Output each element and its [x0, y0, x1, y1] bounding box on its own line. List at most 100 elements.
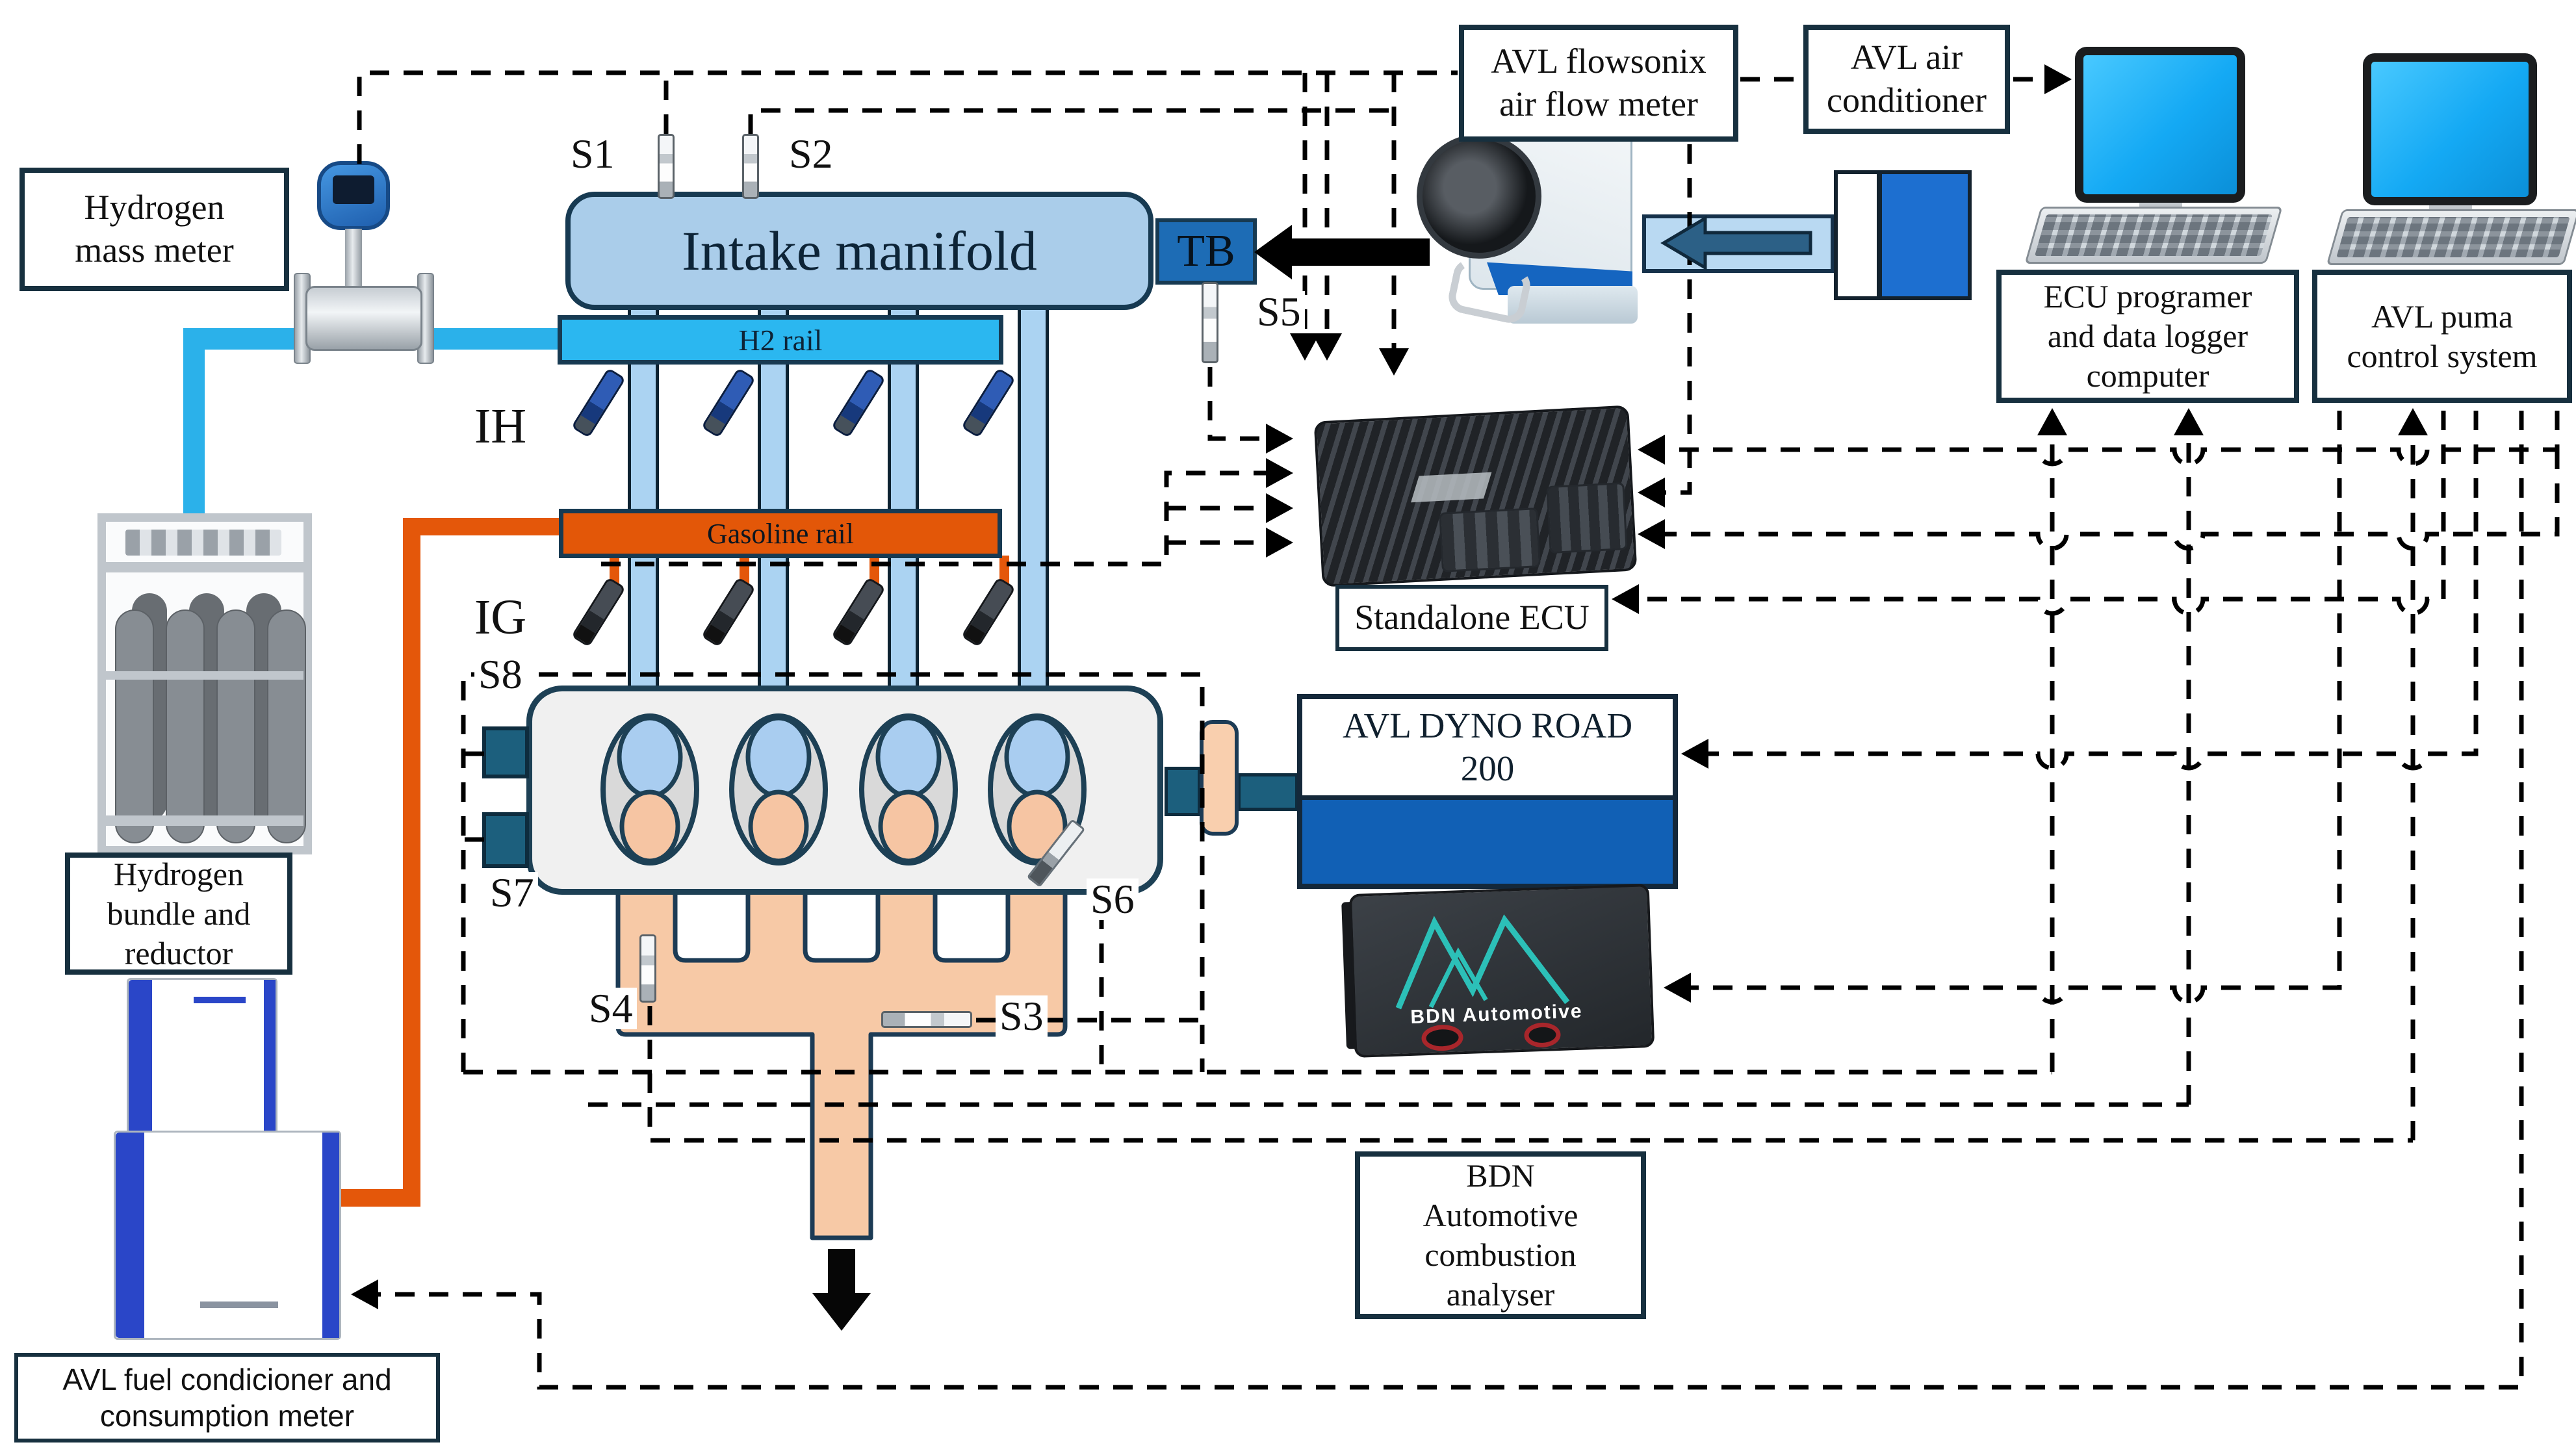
keyboard-keys: [2336, 217, 2570, 257]
conditioner-upper-logo: [194, 997, 246, 1003]
bdn-m-logo-icon: [1395, 914, 1570, 1010]
gasoline-injector-icon-1: [571, 576, 626, 648]
ecu-computer-keyboard-icon: [2024, 207, 2283, 264]
conditioner-lower-strip-left: [116, 1133, 144, 1338]
flowsonix-intake-tube-icon: [1417, 134, 1541, 259]
dyno: AVL DYNO ROAD 200: [1297, 694, 1678, 889]
ecu-computer-monitor-icon: [2075, 47, 2245, 203]
dash-meter-to-flowsonix-label: [357, 70, 1458, 164]
flow-meter-display: [333, 175, 374, 204]
s3-sensor-icon: [881, 1011, 972, 1028]
conditioner-lower-logo: [200, 1302, 278, 1308]
flowsonix-label-box: AVL flowsonix air flow meter: [1459, 25, 1738, 142]
puma-label-box: AVL puma control system: [2312, 270, 2572, 403]
ecu-connector-2: [1546, 482, 1628, 554]
h2-rail: H2 rail: [558, 315, 1003, 365]
dyno-label: AVL DYNO ROAD 200: [1342, 706, 1633, 788]
intake-manifold-label: Intake manifold: [682, 220, 1037, 282]
hydrogen-flow-meter-icon: [292, 161, 442, 364]
conditioner-upper-strip-left: [129, 980, 152, 1138]
ecu-programmer-label-box: ECU programer and data logger computer: [1996, 270, 2299, 403]
fuel-conditioner-label-box: AVL fuel condicioner and consumption met…: [14, 1353, 440, 1443]
keyboard-keys: [2034, 214, 2273, 256]
dyno-shaft-outer: [1237, 773, 1298, 811]
h2-supply-line-vertical: [183, 328, 205, 518]
s3-label: S3: [996, 995, 1048, 1037]
throttle-intake-arrow: [1254, 225, 1430, 279]
s4-label: S4: [585, 988, 637, 1029]
bundle-frame-bar-bottom: [106, 815, 303, 826]
engine-port-upper: [482, 726, 529, 778]
conditioner-lower-strip-right: [322, 1133, 339, 1338]
dash-bdn-feed: [1688, 411, 2342, 1005]
intake-manifold: Intake manifold: [565, 192, 1153, 310]
gasoline-rail: Gasoline rail: [559, 509, 1002, 558]
air-duct: [1642, 214, 1835, 273]
h2-rail-label: H2 rail: [738, 323, 823, 357]
gasoline-injector-icon-2: [701, 576, 756, 648]
standalone-ecu-icon: [1313, 405, 1638, 587]
intake-runner-4: [1018, 305, 1049, 690]
dyno-coupling: [1200, 720, 1239, 836]
engine-port-lower: [482, 812, 529, 868]
s2-sensor-icon: [742, 134, 759, 199]
gasoline-injector-icon-3: [831, 576, 886, 648]
dash-dyno-feed: [1705, 411, 2479, 771]
bundle-frame-bar-mid: [106, 671, 303, 680]
puma-computer-monitor-icon: [2363, 53, 2537, 205]
s7-label: S7: [486, 872, 538, 914]
flow-meter-head: [317, 161, 390, 230]
gasoline-line-bottom: [337, 1189, 420, 1207]
engine-block: [526, 686, 1163, 895]
air-conditioner-unit-blue: [1878, 170, 1972, 300]
gasoline-line-vertical: [403, 518, 420, 1207]
dash-standalone-feed: [1636, 411, 2446, 616]
air-conditioner-unit-white: [1834, 170, 1881, 300]
bundle-valve-panel: [125, 530, 281, 556]
ecu-label-chip: [1411, 472, 1492, 503]
s1-label: S1: [567, 133, 619, 175]
dash-ecu-right-758: [1662, 144, 1692, 495]
s8-label: S8: [474, 654, 526, 695]
s5-label: S5: [1253, 291, 1305, 333]
ecu-connector-1: [1439, 507, 1541, 572]
hydrogen-mass-meter-label-box: Hydrogen mass meter: [19, 168, 289, 291]
bundle-cylinder-front-2: [166, 609, 205, 843]
flow-meter-body: [305, 286, 422, 351]
h2-injector-icon-2: [701, 367, 756, 439]
dyno-shaft-inner: [1165, 767, 1201, 816]
h2-injector-icon-4: [960, 367, 1016, 439]
bundle-cylinder-front-3: [216, 609, 255, 843]
dash-s2-map-line: [748, 108, 1394, 134]
h2-injector-icon-3: [831, 367, 886, 439]
s5-sensor-icon: [1202, 282, 1218, 363]
bdn-analyser-icon: BDN Automotive: [1341, 884, 1655, 1058]
hydrogen-bundle-icon: [97, 513, 312, 854]
air-conditioner-label-box: AVL air conditioner: [1803, 25, 2010, 134]
s4-sensor-icon: [639, 934, 656, 1003]
standalone-ecu-label-box: Standalone ECU: [1335, 585, 1608, 651]
bundle-cylinder-front-1: [115, 609, 154, 843]
throttle-body: TB: [1155, 218, 1257, 285]
gasoline-line-top: [403, 518, 560, 535]
h2-injector-icon-1: [571, 367, 626, 439]
gasoline-rail-label: Gasoline rail: [706, 517, 855, 550]
s2-label: S2: [785, 133, 837, 175]
ih-label: IH: [470, 402, 531, 451]
bundle-cylinder-front-4: [267, 609, 306, 843]
gasoline-injector-icon-4: [960, 576, 1016, 648]
exhaust-out-arrow: [812, 1249, 871, 1331]
puma-computer-screen: [2371, 62, 2529, 197]
dash-s5-to-ecu: [1207, 367, 1269, 441]
s6-label: S6: [1087, 878, 1139, 920]
dyno-body: [1302, 795, 1673, 884]
bundle-frame-bar-top: [106, 562, 303, 572]
ecu-computer-screen: [2083, 55, 2237, 194]
flow-meter-neck: [345, 229, 362, 289]
bdn-analyser-label-box: BDN Automotive combustion analyser: [1355, 1151, 1646, 1319]
fuel-conditioner-unit-lower: [114, 1131, 341, 1340]
conditioner-upper-strip-right: [264, 980, 276, 1138]
ig-label: IG: [470, 593, 531, 642]
hydrogen-bundle-label-box: Hydrogen bundle and reductor: [65, 853, 292, 975]
